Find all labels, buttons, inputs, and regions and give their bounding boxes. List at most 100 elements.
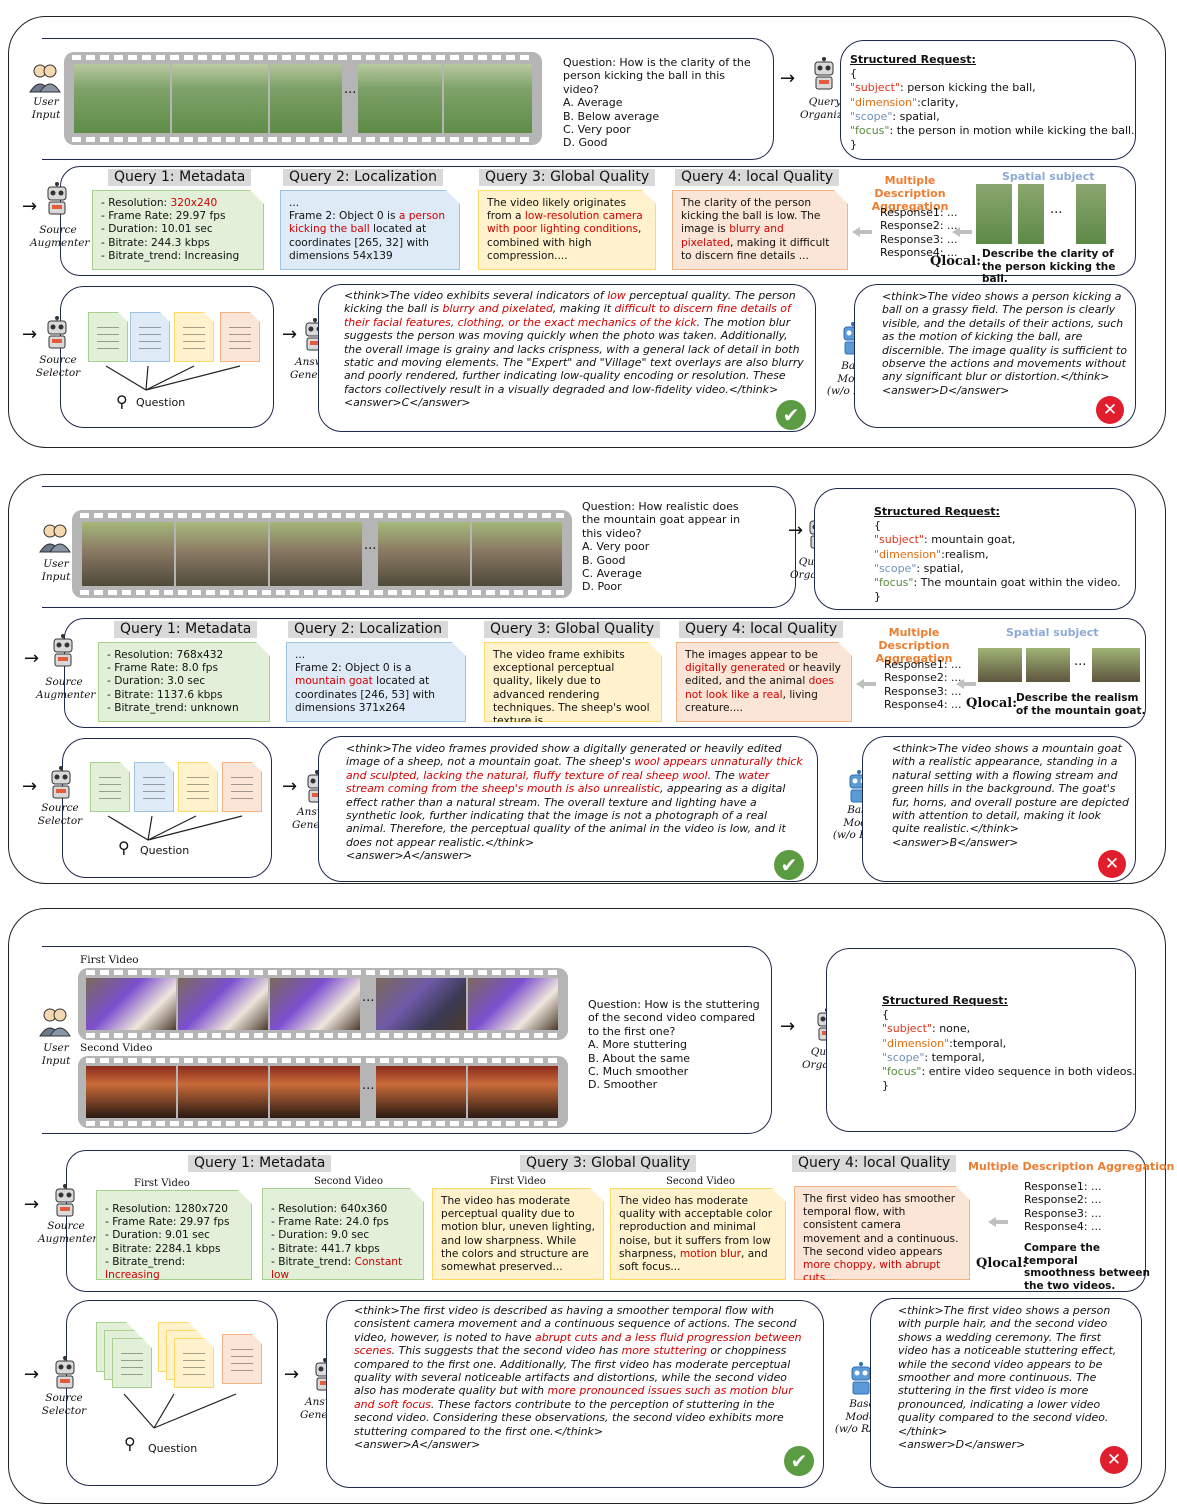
check-icon: ✔ [774, 850, 804, 880]
video-frame [86, 978, 176, 1030]
video-frame [270, 64, 342, 133]
search-icon: ⚲ [124, 1434, 136, 1453]
arrow-right: → [22, 324, 38, 345]
source-selector-label: Source Selector [35, 354, 81, 379]
question-label: Question [148, 1442, 198, 1455]
video-frame [270, 1066, 360, 1118]
video-frame [270, 522, 362, 586]
document-icon [174, 1338, 214, 1388]
first-video-label: First Video [134, 1178, 190, 1189]
second-video-label: Second Video [666, 1176, 735, 1187]
ellipsis: ... [344, 82, 357, 97]
responses-2: Response1: ...Response2: ...Response3: .… [884, 658, 962, 712]
video-frame [176, 522, 268, 586]
query-3-heading: Query 3: Global Quality [520, 1155, 697, 1172]
search-icon: ⚲ [118, 838, 130, 857]
cross-icon: ✕ [1100, 1446, 1128, 1474]
mda-title: Multiple Description Aggregation [871, 174, 949, 213]
ellipsis: ... [1074, 654, 1087, 669]
video-frame [376, 1066, 466, 1118]
base-answer-text-3: <think>The first video shows a person wi… [898, 1304, 1117, 1452]
query-1-heading: Query 1: Metadata [108, 169, 252, 186]
metadata-card-2: - Resolution: 768x432- Frame Rate: 8.0 f… [98, 642, 270, 722]
video-frame [172, 64, 268, 133]
document-icon [112, 1338, 152, 1388]
arrow-right: → [788, 520, 804, 541]
question-text-2: Question: How realistic does the mountai… [582, 500, 741, 594]
query-4-heading: Query 4: local Quality [792, 1155, 957, 1172]
qlocal-text-3: Compare the temporal smoothness between … [1024, 1242, 1150, 1292]
source-selector-label: Source Selector [41, 1392, 87, 1417]
arrow-left-icon [856, 674, 876, 689]
user-input-label: User Input [41, 558, 71, 583]
spatial-crop [1076, 184, 1106, 244]
responses-3: Response1: ...Response2: ...Response3: .… [1024, 1180, 1102, 1234]
video-frame [472, 522, 562, 586]
global-quality-card-3b: The video has moderate quality with acce… [610, 1188, 786, 1280]
source-augmenter-label: Source Augmenter [38, 1220, 98, 1245]
arrow-right: → [282, 324, 298, 345]
arrow-right: → [22, 776, 38, 797]
document-icon [178, 762, 218, 812]
spatial-crop [976, 184, 1012, 244]
arrow-right: → [284, 1364, 300, 1385]
second-video-label: Second Video [80, 1042, 153, 1054]
video-filmstrip-2: ... [72, 510, 572, 598]
qlocal-label: Qlocal: [930, 254, 982, 269]
robot-icon [44, 316, 70, 352]
document-icon [174, 312, 214, 362]
first-video-label: First Video [80, 954, 139, 966]
answer-text-3: <think>The first video is described as h… [354, 1304, 802, 1452]
localization-card-1: ...Frame 2: Object 0 is a person kicking… [280, 190, 460, 270]
video-frame [376, 978, 466, 1030]
spatial-crop [1018, 184, 1044, 244]
search-icon: ⚲ [116, 392, 128, 411]
check-icon: ✔ [776, 400, 806, 430]
answer-text-2: <think>The video frames provided show a … [346, 742, 803, 863]
video-frame [468, 978, 558, 1030]
document-icon [90, 762, 130, 812]
query-2-heading: Query 2: Localization [288, 621, 448, 638]
question-text-1: Question: How is the clarity of the pers… [563, 56, 751, 150]
structured-request-3: Structured Request: { "subject": none, "… [882, 994, 1136, 1093]
base-answer-box-2 [862, 736, 1136, 882]
video-frame [378, 522, 470, 586]
selector-arrows [107, 815, 243, 841]
user-input-label: User Input [41, 1042, 71, 1067]
structured-request-box-2 [814, 488, 1136, 610]
mda-title: Multiple Description Aggregation [968, 1160, 1175, 1173]
source-augmenter-label: Source Augmenter [30, 224, 90, 249]
user-icon [38, 1006, 72, 1038]
document-icon [220, 312, 260, 362]
global-quality-card-2: The video frame exhibits exceptional per… [484, 642, 662, 722]
base-answer-text-1: <think>The video shows a person kicking … [882, 290, 1127, 397]
cross-icon: ✕ [1096, 396, 1124, 424]
query-3-heading: Query 3: Global Quality [479, 169, 656, 186]
structured-request-box-3 [826, 948, 1136, 1132]
question-label: Question [136, 396, 186, 409]
video-filmstrip-3b: ... [78, 1056, 568, 1128]
global-quality-card-3a: The video has moderate perceptual qualit… [432, 1188, 604, 1280]
ellipsis: ... [1050, 202, 1063, 217]
user-icon [38, 522, 72, 554]
local-quality-card-3: The first video has smoother temporal fl… [794, 1186, 970, 1280]
question-label: Question [140, 844, 190, 857]
arrow-left-icon [988, 1212, 1008, 1227]
video-frame [74, 64, 170, 133]
arrow-left-icon [952, 222, 972, 237]
arrow-left-icon [956, 674, 976, 689]
arrow-right: → [780, 1016, 796, 1037]
structured-request-2: Structured Request: { "subject": mountai… [874, 505, 1121, 604]
query-1-heading: Query 1: Metadata [114, 621, 258, 638]
video-frame [358, 64, 442, 133]
query-2-heading: Query 2: Localization [283, 169, 443, 186]
video-filmstrip-1: ... [64, 52, 542, 145]
video-filmstrip-3a: ... [78, 968, 568, 1040]
video-frame [82, 522, 174, 586]
metadata-card-1: - Resolution: 320x240 - Frame Rate: 29.9… [92, 190, 264, 270]
ellipsis: ... [362, 1078, 375, 1093]
arrow-right: → [780, 68, 796, 89]
second-video-label: Second Video [314, 1176, 383, 1187]
arrow-right: → [22, 196, 38, 217]
qlocal-label: Qlocal: [976, 1256, 1028, 1271]
